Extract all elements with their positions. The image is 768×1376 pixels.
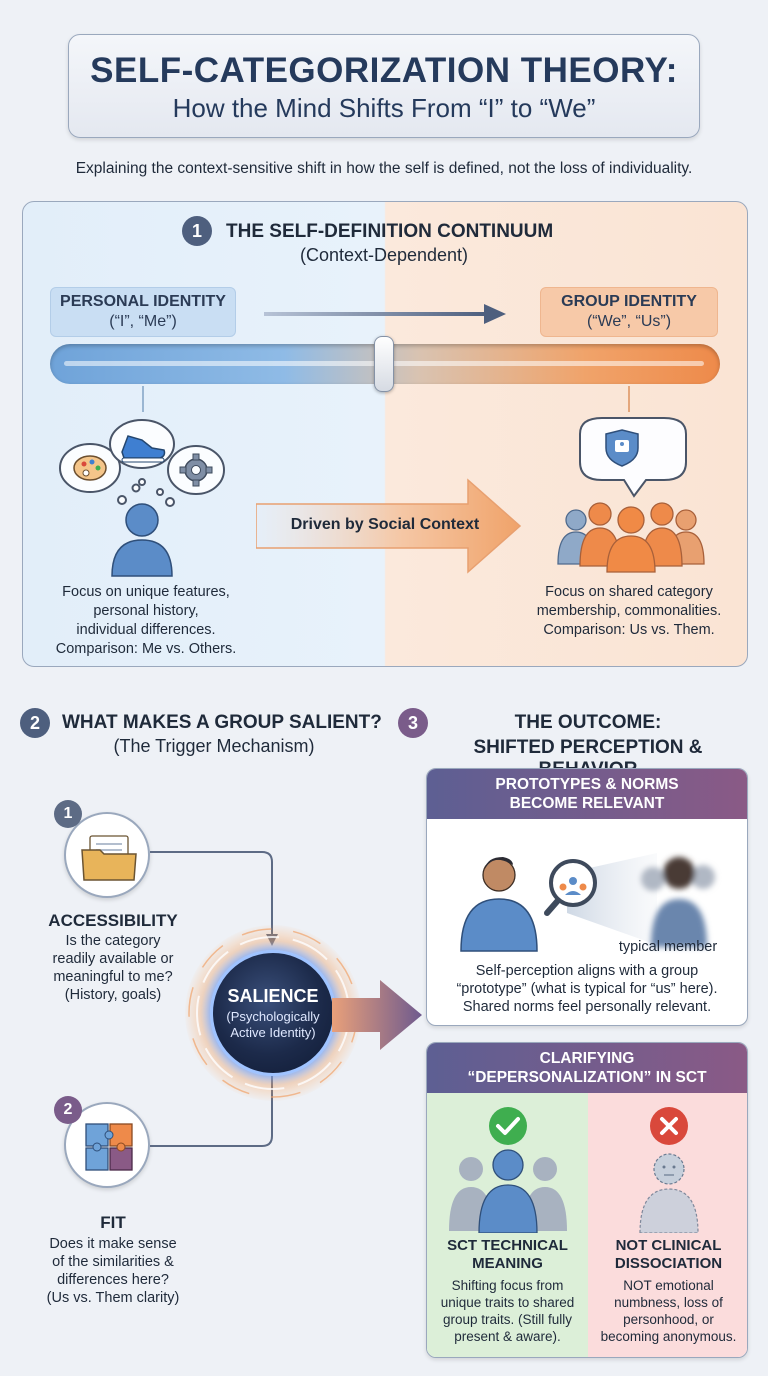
gear-icon bbox=[179, 453, 213, 487]
direction-arrow bbox=[264, 304, 506, 324]
accessibility-description: Is the category readily available or mea… bbox=[52, 933, 174, 1003]
sct-meaning-panel: SCT TECHNICAL MEANING Shifting focus fro… bbox=[427, 1093, 588, 1357]
personal-description: Focus on unique features, personal histo… bbox=[55, 584, 237, 657]
salience-title: SALIENCE bbox=[227, 985, 319, 1006]
typical-member-label: typical member bbox=[618, 939, 718, 955]
outcome-arrow bbox=[332, 980, 422, 1050]
social-context-arrow bbox=[256, 478, 522, 574]
group-identity-label: GROUP IDENTITY bbox=[561, 293, 697, 310]
cross-icon bbox=[650, 1107, 688, 1145]
sct-meaning-title: SCT TECHNICAL MEANING bbox=[447, 1237, 568, 1272]
personal-identity-label: PERSONAL IDENTITY bbox=[60, 293, 226, 310]
section1-subtitle: (Context-Dependent) bbox=[299, 245, 469, 265]
person-with-magnifier-icon bbox=[460, 857, 538, 952]
section2-title: WHAT MAKES A GROUP SALIENT? bbox=[62, 712, 382, 733]
personal-thoughts-illustration bbox=[59, 419, 225, 577]
group-connector bbox=[628, 386, 630, 412]
social-context-label: Driven by Social Context bbox=[290, 516, 480, 533]
section1-title: THE SELF-DEFINITION CONTINUUM bbox=[226, 221, 554, 242]
folder-icon bbox=[81, 835, 137, 881]
group-people-icon bbox=[449, 1149, 567, 1233]
fit-number: 2 bbox=[54, 1096, 82, 1124]
prototypes-card-head: PROTOTYPES & NORMS BECOME RELEVANT bbox=[427, 769, 747, 819]
not-dissociation-description: NOT emotional numbness, loss of personho… bbox=[600, 1278, 737, 1344]
salience-core: SALIENCE (Psychologically Active Identit… bbox=[210, 950, 336, 1076]
check-icon bbox=[489, 1107, 527, 1145]
page-subtitle: How the Mind Shifts From “I” to “We” bbox=[172, 93, 596, 123]
depersonalization-card: CLARIFYING “DEPERSONALIZATION” IN SCT SC… bbox=[426, 1042, 748, 1358]
prototype-illustration bbox=[460, 853, 715, 952]
group-identity-sub: (“We”, “Us”) bbox=[586, 313, 672, 330]
puzzle-icon bbox=[85, 1123, 133, 1171]
faded-person-icon bbox=[639, 1153, 699, 1233]
person-icon bbox=[111, 503, 173, 577]
accessibility-title: ACCESSIBILITY bbox=[48, 911, 178, 930]
people-group-icon bbox=[557, 502, 705, 573]
group-description: Focus on shared category membership, com… bbox=[536, 584, 722, 638]
section2-subtitle: (The Trigger Mechanism) bbox=[113, 736, 315, 756]
group-illustration bbox=[557, 417, 705, 573]
blurred-typical-member bbox=[641, 857, 715, 947]
personal-identity-sub: (“I”, “Me”) bbox=[109, 313, 177, 330]
fit-title: FIT bbox=[100, 1213, 126, 1232]
fit-description: Does it make sense of the similarities &… bbox=[46, 1236, 180, 1306]
sct-meaning-description: Shifting focus from unique traits to sha… bbox=[440, 1278, 575, 1344]
page-title: SELF-CATEGORIZATION THEORY: bbox=[90, 51, 678, 90]
group-identity-box: GROUP IDENTITY (“We”, “Us”) bbox=[540, 287, 718, 337]
accessibility-circle bbox=[64, 812, 150, 898]
personal-connector bbox=[142, 386, 144, 412]
palette-icon bbox=[73, 455, 107, 481]
depersonalization-card-head: CLARIFYING “DEPERSONALIZATION” IN SCT bbox=[427, 1043, 747, 1093]
shield-icon bbox=[605, 429, 639, 467]
not-dissociation-panel: NOT CLINICAL DISSOCIATION NOT emotional … bbox=[588, 1093, 747, 1357]
prototypes-description: Self-perception aligns with a group “pro… bbox=[456, 963, 718, 1015]
personal-identity-box: PERSONAL IDENTITY (“I”, “Me”) bbox=[50, 287, 236, 337]
salience-subtitle: (Psychologically Active Identity) bbox=[226, 1008, 320, 1040]
intro-text: Explaining the context-sensitive shift i… bbox=[75, 160, 693, 177]
continuum-slider-thumb[interactable] bbox=[374, 336, 394, 392]
sneaker-icon bbox=[121, 435, 166, 463]
title-box: SELF-CATEGORIZATION THEORY: How the Mind… bbox=[68, 34, 700, 138]
section3-number: 3 bbox=[398, 708, 428, 738]
magnifier-icon bbox=[544, 859, 597, 916]
prototypes-card: PROTOTYPES & NORMS BECOME RELEVANT bbox=[426, 768, 748, 1026]
section2-number: 2 bbox=[20, 708, 50, 738]
accessibility-number: 1 bbox=[54, 800, 82, 828]
section1-number: 1 bbox=[182, 216, 212, 246]
not-dissociation-title: NOT CLINICAL DISSOCIATION bbox=[614, 1237, 723, 1272]
